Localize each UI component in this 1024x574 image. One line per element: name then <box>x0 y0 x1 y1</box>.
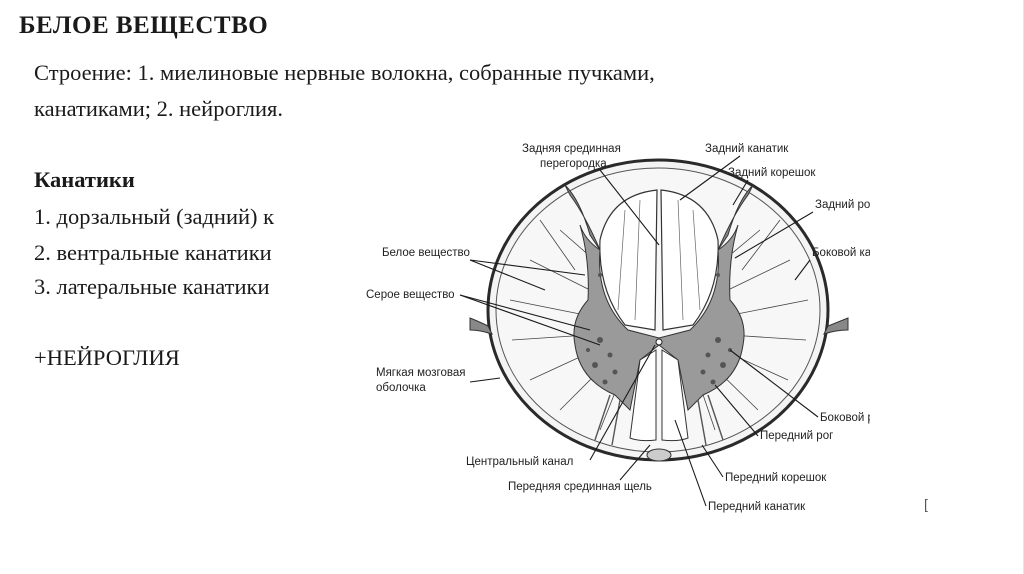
spinal-cord-diagram: Задняя срединная перегородка Задний кана… <box>360 130 870 525</box>
structure-line-1: Строение: 1. миелиновые нервные волокна,… <box>34 60 655 86</box>
label-central-canal: Центральный канал <box>466 456 573 468</box>
label-posterior-root: Задний корешок <box>728 167 816 179</box>
funiculi-item-1: 1. дорзальный (задний) к <box>34 204 274 230</box>
corner-mark: [ <box>924 496 928 512</box>
label-gray-matter: Серое вещество <box>366 289 455 301</box>
label-anterior-funiculus: Передний канатик <box>708 501 806 513</box>
label-lateral-horn: Боковой рог <box>820 412 870 424</box>
label-anterior-median-fissure: Передняя срединная щель <box>508 481 652 493</box>
label-pia-mater-2: оболочка <box>376 382 426 394</box>
label-posterior-funiculus: Задний канатик <box>705 143 789 155</box>
funiculi-item-2: 2. вентральные канатики <box>34 240 272 266</box>
label-white-matter: Белое вещество <box>382 247 470 259</box>
funiculi-heading: Канатики <box>34 167 135 193</box>
anterior-vessel <box>647 449 671 461</box>
label-lateral-funiculus: Боковой канатик <box>812 247 870 259</box>
label-posterior-horn: Задний рог <box>815 199 870 211</box>
label-pia-mater-1: Мягкая мозговая <box>376 367 466 379</box>
label-anterior-horn: Передний рог <box>760 430 833 442</box>
label-anterior-root: Передний корешок <box>725 472 827 484</box>
slide-title: БЕЛОЕ ВЕЩЕСТВО <box>19 12 268 40</box>
white-matter-area <box>496 168 820 452</box>
structure-line-2: канатиками; 2. нейроглия. <box>34 96 283 122</box>
label-posterior-median-septum-2: перегородка <box>540 158 607 170</box>
central-canal <box>656 339 662 345</box>
funiculi-item-3: 3. латеральные канатики <box>34 274 270 300</box>
neuroglia-line: +НЕЙРОГЛИЯ <box>34 345 180 371</box>
label-posterior-median-septum-1: Задняя срединная <box>522 143 621 155</box>
